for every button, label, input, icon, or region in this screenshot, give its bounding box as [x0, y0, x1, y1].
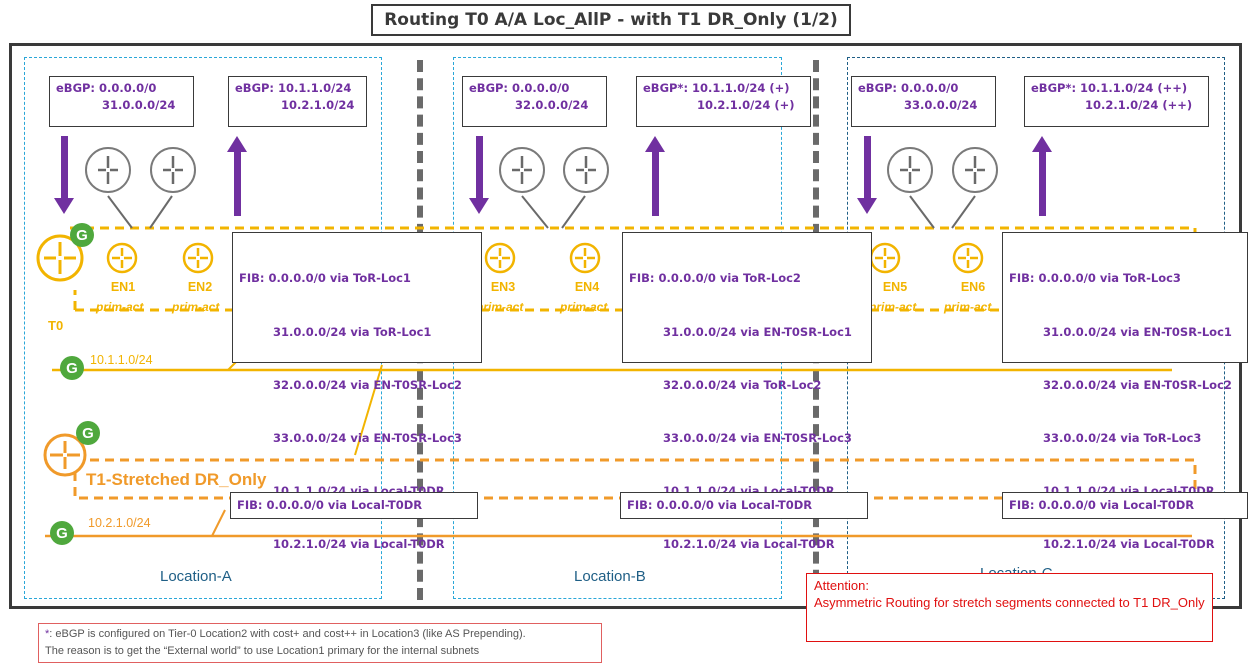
- bgp-out-arrow-b: [652, 152, 659, 216]
- attention-body: Asymmetric Routing for stretch segments …: [814, 595, 1205, 610]
- bgp-in-a-line1: eBGP: 0.0.0.0/0: [56, 81, 157, 95]
- edge-node-label-en6: EN6: [960, 280, 986, 294]
- t0-fib-box-a: FIB: 0.0.0.0/0 via ToR-Loc1 31.0.0.0/24 …: [232, 232, 482, 551]
- bgp-in-arrow-b: [476, 136, 483, 200]
- bgp-in-box-a: eBGP: 0.0.0.0/0 31.0.0.0/24: [49, 76, 194, 127]
- t0-fib-a-2: 32.0.0.0/24 via EN-T0SR-Loc2: [273, 377, 462, 392]
- t0-fib-b-5: 10.2.1.0/24 via Local-T0DR: [663, 536, 835, 551]
- attention-box: Attention: Asymmetric Routing for stretc…: [806, 573, 1213, 642]
- t0-fib-b-0: FIB: 0.0.0.0/0 via ToR-Loc2: [629, 271, 801, 286]
- t1-router-icon: [43, 433, 87, 477]
- edge-node-label-en4: EN4: [574, 280, 600, 294]
- tor-router-icons: [85, 147, 998, 193]
- bgp-out-arrow-c-head: [1032, 136, 1052, 152]
- t0-fib-c-5: 10.2.1.0/24 via Local-T0DR: [1043, 536, 1215, 551]
- edge-node-arrows: [112, 248, 978, 268]
- footnote-box: *: eBGP is configured on Tier-0 Location…: [38, 623, 602, 663]
- tor-link-a2: [149, 195, 173, 229]
- t0-fib-b-3: 33.0.0.0/24 via EN-T0SR-Loc3: [663, 430, 852, 445]
- bgp-out-a-line2: 10.2.1.0/24: [281, 98, 355, 112]
- tor-link-c2: [951, 195, 976, 229]
- t0-fib-b-2: 32.0.0.0/24 via ToR-Loc2: [663, 377, 822, 392]
- bgp-out-arrow-a: [234, 152, 241, 216]
- bgp-out-a-line1: eBGP: 10.1.1.0/24: [235, 81, 352, 95]
- bgp-out-b-line1: eBGP*: 10.1.1.0/24 (+): [643, 81, 790, 95]
- segment-label-2: 10.2.1.0/24: [88, 516, 151, 530]
- footnote-star: *: [45, 628, 50, 640]
- t0-fib-box-b: FIB: 0.0.0.0/0 via ToR-Loc2 31.0.0.0/24 …: [622, 232, 872, 551]
- t1-fib-box-a: FIB: 0.0.0.0/0 via Local-T0DR: [230, 492, 478, 519]
- bgp-out-c-line2: 10.2.1.0/24 (++): [1085, 98, 1193, 112]
- t0-router-icon: [36, 234, 84, 282]
- t0-fib-a-3: 33.0.0.0/24 via EN-T0SR-Loc3: [273, 430, 462, 445]
- edge-node-role-en2: prim-act: [172, 300, 220, 314]
- t1-fib-box-b: FIB: 0.0.0.0/0 via Local-T0DR: [620, 492, 868, 519]
- location-b-label: Location-B: [574, 568, 646, 585]
- bgp-in-arrow-c-head: [857, 198, 877, 214]
- bgp-out-arrow-c: [1039, 152, 1046, 216]
- g-badge-seg1: G: [60, 356, 84, 380]
- callout-line-2: [354, 364, 383, 456]
- tor-link-b1: [521, 195, 549, 229]
- bgp-out-box-a: eBGP: 10.1.1.0/24 10.2.1.0/24: [228, 76, 367, 127]
- t0-label: T0: [48, 318, 64, 333]
- bgp-in-b-line1: eBGP: 0.0.0.0/0: [469, 81, 570, 95]
- tor-router-arrows: [98, 156, 985, 184]
- diagram-title: Routing T0 A/A Loc_AllP - with T1 DR_Onl…: [371, 4, 851, 36]
- t0-fib-c-2: 32.0.0.0/24 via EN-T0SR-Loc2: [1043, 377, 1232, 392]
- bgp-out-c-line1: eBGP*: 10.1.1.0/24 (++): [1031, 81, 1188, 95]
- t1-label: T1-Stretched DR_Only: [86, 470, 267, 489]
- bgp-in-b-line2: 32.0.0.0/24: [515, 98, 589, 112]
- callout-line-3: [211, 509, 226, 537]
- segment-label-1: 10.1.1.0/24: [90, 353, 153, 367]
- bgp-out-box-c: eBGP*: 10.1.1.0/24 (++) 10.2.1.0/24 (++): [1024, 76, 1209, 127]
- bgp-in-c-line2: 33.0.0.0/24: [904, 98, 978, 112]
- bgp-in-c-line1: eBGP: 0.0.0.0/0: [858, 81, 959, 95]
- footnote-line1-text: : eBGP is configured on Tier-0 Location2…: [49, 628, 526, 640]
- t0-fib-a-1: 31.0.0.0/24 via ToR-Loc1: [273, 324, 432, 339]
- t1-fib-box-c: FIB: 0.0.0.0/0 via Local-T0DR: [1002, 492, 1248, 519]
- edge-node-role-en6: prim-act: [944, 300, 992, 314]
- bgp-in-a-line2: 31.0.0.0/24: [102, 98, 176, 112]
- bgp-in-arrow-c: [864, 136, 871, 200]
- edge-node-label-en1: EN1: [110, 280, 136, 294]
- tor-link-b2: [561, 195, 586, 229]
- edge-node-label-en2: EN2: [187, 280, 213, 294]
- bgp-out-arrow-a-head: [227, 136, 247, 152]
- tor-link-c1: [909, 195, 935, 229]
- bgp-in-box-c: eBGP: 0.0.0.0/0 33.0.0.0/24: [851, 76, 996, 127]
- edge-node-label-en3: EN3: [490, 280, 516, 294]
- t0-fib-c-3: 33.0.0.0/24 via ToR-Loc3: [1043, 430, 1202, 445]
- t0-fib-box-c: FIB: 0.0.0.0/0 via ToR-Loc3 31.0.0.0/24 …: [1002, 232, 1248, 551]
- tor-link-a1: [107, 195, 133, 229]
- bgp-out-arrow-b-head: [645, 136, 665, 152]
- g-badge-t1: G: [76, 421, 100, 445]
- bgp-in-arrow-a-head: [54, 198, 74, 214]
- g-badge-seg2: G: [50, 521, 74, 545]
- edge-node-role-en4: prim-act: [560, 300, 608, 314]
- edge-node-icons: [106, 242, 984, 274]
- footnote-line1: *: eBGP is configured on Tier-0 Location…: [45, 626, 595, 643]
- t0-fib-b-1: 31.0.0.0/24 via EN-T0SR-Loc1: [663, 324, 852, 339]
- edge-node-role-en3: prim-act: [476, 300, 524, 314]
- t0-fib-a-5: 10.2.1.0/24 via Local-T0DR: [273, 536, 445, 551]
- edge-node-role-en1: prim-act: [96, 300, 144, 314]
- bgp-out-b-line2: 10.2.1.0/24 (+): [697, 98, 795, 112]
- bgp-out-box-b: eBGP*: 10.1.1.0/24 (+) 10.2.1.0/24 (+): [636, 76, 811, 127]
- t0-fib-a-0: FIB: 0.0.0.0/0 via ToR-Loc1: [239, 271, 411, 286]
- t0-fib-c-0: FIB: 0.0.0.0/0 via ToR-Loc3: [1009, 271, 1181, 286]
- footnote-line2: The reason is to get the “External world…: [45, 645, 480, 657]
- attention-heading: Attention:: [814, 578, 869, 593]
- edge-node-role-en5: prim-act: [869, 300, 917, 314]
- bgp-in-arrow-a: [61, 136, 68, 200]
- location-a-label: Location-A: [160, 568, 232, 585]
- bgp-in-box-b: eBGP: 0.0.0.0/0 32.0.0.0/24: [462, 76, 607, 127]
- bgp-in-arrow-b-head: [469, 198, 489, 214]
- edge-node-label-en5: EN5: [882, 280, 908, 294]
- g-badge-t0: G: [70, 223, 94, 247]
- t0-fib-c-1: 31.0.0.0/24 via EN-T0SR-Loc1: [1043, 324, 1232, 339]
